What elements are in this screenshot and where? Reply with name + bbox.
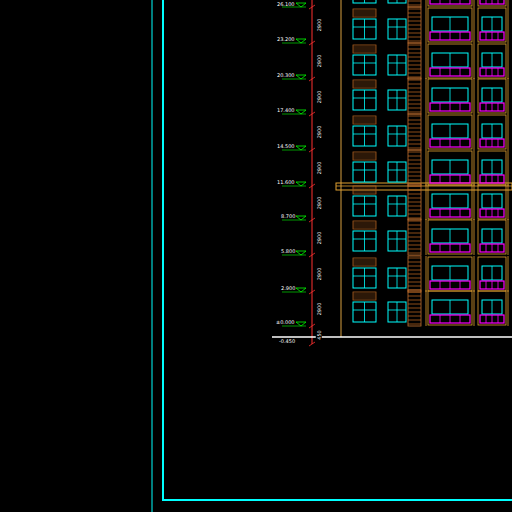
- dimension-text: 2900: [316, 90, 322, 103]
- elevation-text: 17.400: [277, 107, 295, 113]
- elevation-text: 11.600: [277, 179, 295, 185]
- floor: [353, 43, 508, 79]
- dimension-tick: [309, 324, 315, 328]
- elevation-text: -0.450: [279, 338, 295, 344]
- level-marks: [282, 3, 315, 346]
- level-symbol: [296, 288, 306, 292]
- dimension-text: 2900: [316, 55, 322, 68]
- level-line: [282, 43, 306, 44]
- dimension-tick: [309, 41, 315, 45]
- level-line: [282, 255, 306, 256]
- frame-border: [163, 0, 512, 500]
- elevation-text: 23.200: [277, 36, 295, 42]
- floor: [353, 256, 508, 292]
- dimension-tick: [309, 290, 315, 294]
- dimension-text: 2900: [316, 126, 322, 139]
- dimension-text: 2900: [316, 303, 322, 316]
- level-symbol: [296, 182, 306, 186]
- elevation-text: 14.500: [277, 143, 295, 149]
- floor: [353, 290, 508, 326]
- dimension-tick: [309, 253, 315, 257]
- level-symbol: [296, 75, 306, 79]
- floor: [353, 7, 508, 43]
- dimension-tick: [309, 5, 315, 9]
- elevation-text: 20.300: [277, 72, 295, 78]
- elevation-text: 5.800: [281, 248, 295, 254]
- facade-floors: [353, 0, 508, 326]
- level-symbol: [296, 251, 306, 255]
- level-symbol: [296, 322, 306, 326]
- elevation-text: 8.700: [281, 213, 295, 219]
- floor: [353, 78, 508, 114]
- floor: [353, 114, 508, 150]
- elevation-text: 26.100: [277, 1, 295, 7]
- level-symbol: [296, 216, 306, 220]
- level-line: [282, 150, 306, 151]
- frame-line: [152, 0, 153, 512]
- building-edge: [341, 0, 342, 337]
- level-symbol: [296, 110, 306, 114]
- dimension-text: 2900: [316, 162, 322, 175]
- floor: [353, 184, 508, 220]
- level-line: [282, 326, 306, 327]
- elevation-text: ±0.000: [276, 319, 295, 325]
- level-line: [282, 220, 306, 221]
- dimension-tick: [309, 342, 315, 346]
- dimension-text: 2900: [316, 267, 322, 280]
- dimension-text: 2900: [316, 231, 322, 244]
- dimension-text: 450: [316, 330, 322, 340]
- dimension-text: 2900: [316, 19, 322, 32]
- dimension-text: 2900: [316, 197, 322, 210]
- level-line: [282, 79, 306, 80]
- level-line: [282, 292, 306, 293]
- level-symbol: [296, 39, 306, 43]
- floor: [353, 0, 508, 7]
- elevation-text: 2.900: [281, 285, 295, 291]
- cornice-band: [336, 183, 512, 190]
- dimension-tick: [309, 148, 315, 152]
- floor: [353, 150, 508, 186]
- ground-line: [272, 336, 512, 338]
- floor: [353, 219, 508, 255]
- level-line: [282, 114, 306, 115]
- dimension-tick: [309, 184, 315, 188]
- dimension-tick: [309, 218, 315, 222]
- level-line: [282, 186, 306, 187]
- level-symbol: [296, 3, 306, 7]
- level-symbol: [296, 146, 306, 150]
- dimension-tick: [309, 112, 315, 116]
- dimension-tick: [309, 77, 315, 81]
